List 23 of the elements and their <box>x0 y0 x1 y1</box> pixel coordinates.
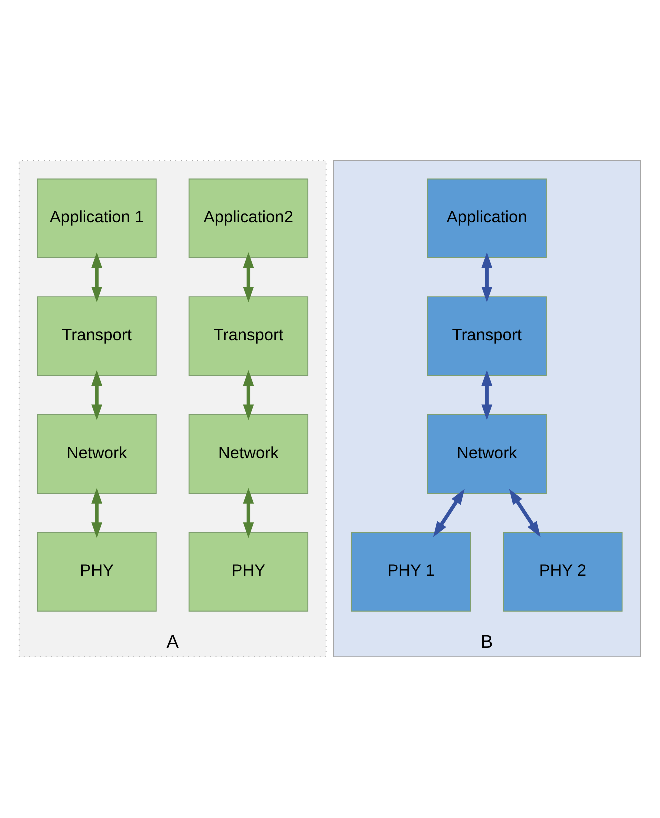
node-box: PHY <box>188 532 309 612</box>
node-box: Application 1 <box>37 178 157 258</box>
arrow <box>243 252 254 303</box>
node-box: Network <box>37 414 157 494</box>
node-box: Transport <box>188 296 309 376</box>
arrow <box>92 370 102 420</box>
node-box: Network <box>188 414 309 494</box>
arrow <box>92 488 102 538</box>
arrow <box>433 489 465 538</box>
arrow <box>243 370 254 420</box>
arrow <box>509 489 541 538</box>
arrow <box>482 370 493 420</box>
arrow <box>92 252 102 303</box>
node-box: Application2 <box>188 178 309 258</box>
node-box: Transport <box>427 296 547 376</box>
arrow <box>243 488 254 538</box>
node-box: Application <box>427 178 547 258</box>
node-box: PHY 2 <box>503 532 623 612</box>
node-box: PHY 1 <box>351 532 472 612</box>
node-box: Network <box>427 414 547 494</box>
arrow <box>482 252 493 303</box>
node-box: Transport <box>37 296 157 376</box>
node-box: PHY <box>37 532 157 612</box>
